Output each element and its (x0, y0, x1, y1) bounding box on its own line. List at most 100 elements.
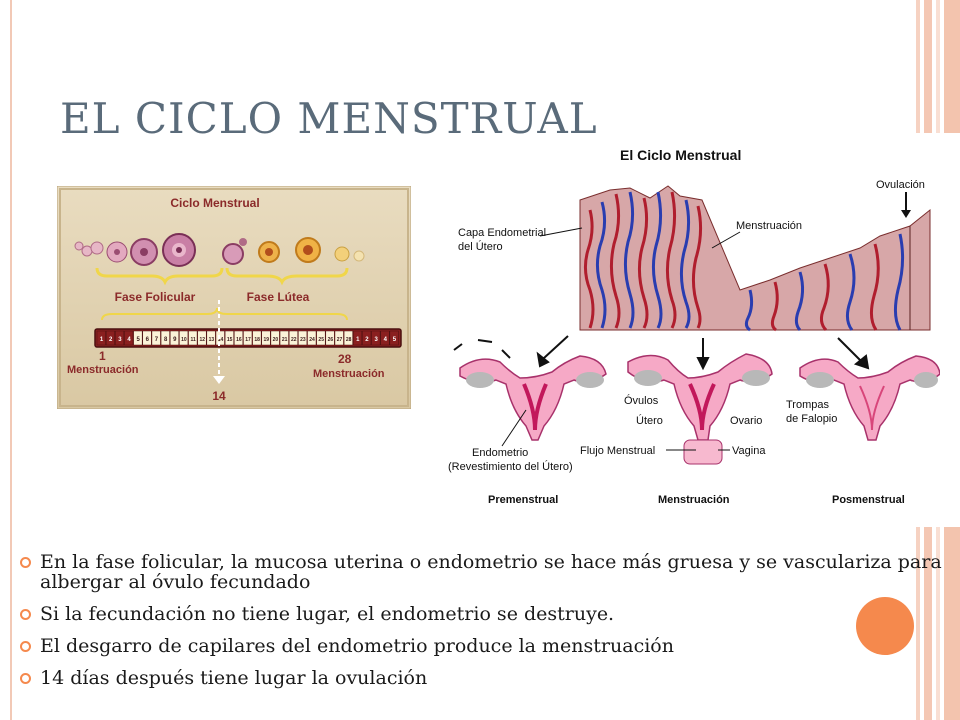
day-cell (307, 330, 317, 346)
day-cell (343, 330, 353, 346)
day-cell-label: 3 (374, 337, 378, 343)
day-cell-label: 12 (199, 337, 205, 343)
uterus-posmenstrual (799, 355, 940, 441)
uterus-premenstrual (459, 355, 607, 441)
bullet-icon (20, 609, 31, 620)
bullet-item: En la fase folicular, la mucosa uterina … (18, 552, 948, 592)
bullet-icon (20, 673, 31, 684)
label-capa-endometrial-1: Capa Endometrial (458, 227, 546, 239)
stage-arrows (453, 335, 870, 371)
label-endometrio-2: (Revestimiento del Útero) (448, 460, 573, 473)
left-diagram-heading: Ciclo Menstrual (170, 196, 259, 210)
label-fase-lutea: Fase Lútea (247, 290, 310, 304)
day-cell (270, 330, 280, 346)
day-cell (179, 330, 189, 346)
bullet-icon (20, 641, 31, 652)
left-rule (10, 0, 12, 720)
day-cell (206, 330, 216, 346)
cycle-timeline-diagram: Ciclo Menstrual Fase Folicular Fa (57, 186, 411, 409)
ovulation-arrow-head (213, 376, 225, 384)
day-cell (243, 330, 253, 346)
day-cell-label: 14 (218, 337, 224, 343)
day-start-number: 1 (99, 349, 106, 363)
day-cell (124, 330, 134, 346)
day-cell-label: 21 (282, 337, 288, 343)
day-cell (362, 330, 372, 346)
stage-menstruacion: Menstruación (658, 494, 730, 506)
pointer-capa (539, 227, 583, 237)
day-cell-label: 24 (309, 337, 315, 343)
day-cell-label: 9 (173, 337, 177, 343)
label-trompas-1: Trompas (786, 399, 829, 411)
day-cell (133, 330, 143, 346)
day-cell-label: 15 (227, 337, 233, 343)
day-cell-label: 3 (118, 337, 122, 343)
day-cell (352, 330, 363, 346)
day-cell-label: 2 (365, 337, 369, 343)
label-trompas-2: de Falopio (786, 413, 837, 425)
pointer-menstruacion (711, 231, 741, 249)
day-cell-label: 6 (146, 337, 150, 343)
brace-luteal (225, 267, 349, 286)
arrow-ovulacion-head (901, 210, 911, 218)
day-cell (288, 330, 298, 346)
day-cell (298, 330, 308, 346)
day-cell-label: 10 (181, 337, 187, 343)
day-cell-label: 18 (254, 337, 260, 343)
day-cell-label: 26 (328, 337, 334, 343)
label-ovulos: Óvulos (624, 394, 659, 407)
day-cell (142, 330, 152, 346)
day-cell (279, 330, 289, 346)
day-cell-label: 17 (245, 337, 251, 343)
blood-vessels (583, 191, 905, 332)
day-cell (96, 330, 106, 346)
day-cell (252, 330, 262, 346)
day-cell-label: 16 (236, 337, 242, 343)
day-cell (371, 330, 381, 346)
endometrial-layer (579, 185, 931, 331)
day-cell-label: 4 (127, 337, 131, 343)
day-cell-label: 23 (300, 337, 306, 343)
bullet-item: 14 días después tiene lugar la ovulación (18, 668, 948, 688)
brace-follicular (95, 267, 224, 286)
bullet-item: Si la fecundación no tiene lugar, el end… (18, 604, 948, 624)
label-endometrio-1: Endometrio (472, 447, 528, 459)
day-cell (115, 330, 125, 346)
day-cell-label: 1 (356, 337, 360, 343)
label-vagina: Vagina (732, 445, 766, 457)
pointer-endometrio (501, 409, 527, 447)
bullet-item: El desgarro de capilares del endometrio … (18, 636, 948, 656)
decor-orange-circle (856, 597, 914, 655)
day-cell (160, 330, 170, 346)
day-cell (224, 330, 234, 346)
day-cell (151, 330, 161, 346)
day-cell-label: 7 (155, 337, 159, 343)
day-cell-label: 2 (109, 337, 113, 343)
label-utero: Útero (636, 414, 663, 427)
day-cell (197, 330, 207, 346)
day-cell-label: 5 (137, 337, 141, 343)
endometrium-diagram: El Ciclo Menstrual Ovulación Cap (448, 147, 940, 506)
stage-premenstrual: Premenstrual (488, 494, 558, 506)
day-cell (261, 330, 271, 346)
day-cell (316, 330, 326, 346)
day-cell-label: 11 (190, 337, 196, 343)
day-cell-label: 20 (273, 337, 279, 343)
day-cell (105, 330, 115, 346)
day-cell-label: 4 (384, 337, 388, 343)
label-capa-endometrial-2: del Útero (458, 240, 503, 253)
day-start-label: Menstruación (67, 364, 139, 376)
day-end-label: Menstruación (313, 368, 385, 380)
right-diagram-heading: El Ciclo Menstrual (620, 147, 741, 163)
day-cell-label: 27 (337, 337, 343, 343)
bullet-text: Si la fecundación no tiene lugar, el end… (40, 603, 615, 625)
day-cell (334, 330, 344, 346)
label-flujo: Flujo Menstrual (580, 445, 655, 457)
day-cell-label: 13 (209, 337, 215, 343)
day-cell-label: 19 (264, 337, 270, 343)
day-cell-label: 1 (100, 337, 104, 343)
uterus-menstruation (627, 353, 773, 465)
day-cell (215, 330, 225, 346)
